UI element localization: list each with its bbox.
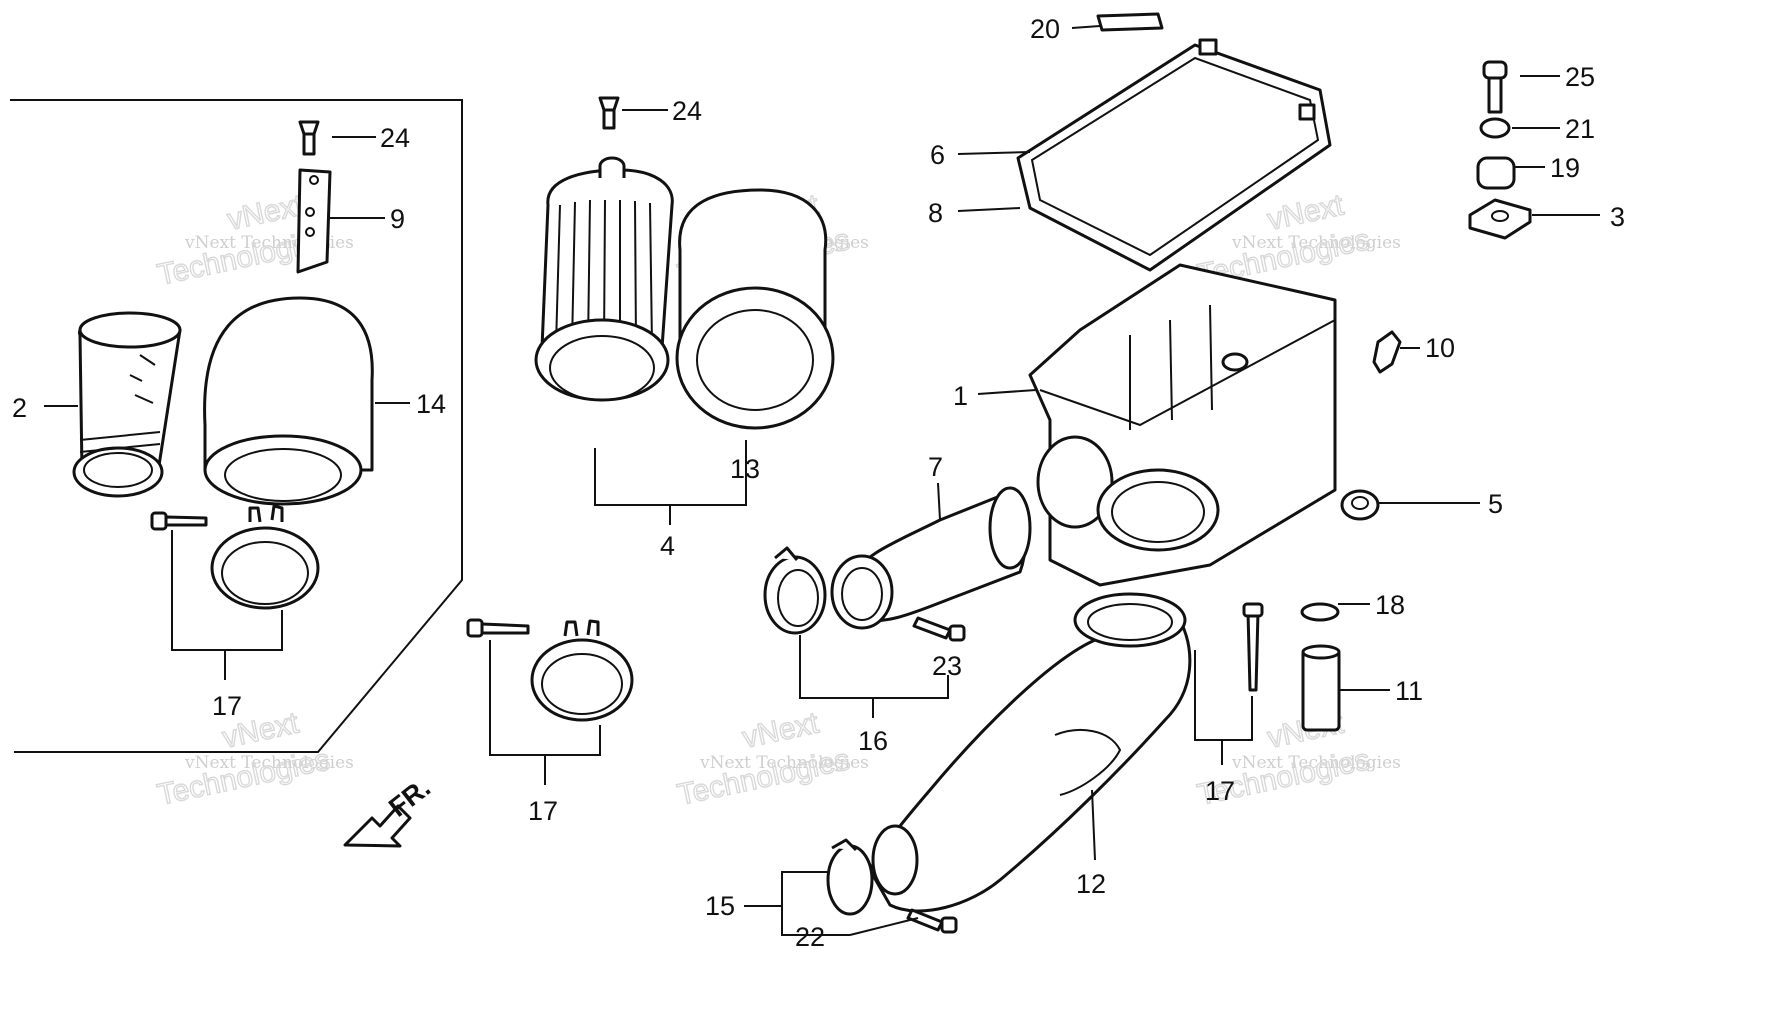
part-10-wing-nut bbox=[1372, 330, 1402, 374]
part-13-foam-element bbox=[675, 188, 835, 430]
label-part-21: 21 bbox=[1565, 114, 1595, 144]
label-part-6: 6 bbox=[930, 140, 945, 170]
label-part-17: 17 bbox=[212, 691, 242, 721]
label-part-12: 12 bbox=[1076, 869, 1106, 899]
leader-lines bbox=[44, 25, 1600, 936]
part-24-bolt-left bbox=[298, 120, 320, 156]
label-part-16: 16 bbox=[858, 726, 888, 756]
label-part-9: 9 bbox=[390, 204, 405, 234]
part-17-screw-bottom bbox=[466, 618, 530, 638]
watermark-text: vNext Technologies bbox=[184, 753, 354, 773]
part-5-grommet bbox=[1340, 489, 1380, 521]
part-23-screw bbox=[912, 616, 966, 642]
part-17-clamp bbox=[210, 504, 320, 610]
front-direction-arrow: FR. bbox=[343, 772, 436, 848]
part-17-screw-right bbox=[1242, 602, 1264, 692]
label-part-2: 2 bbox=[12, 393, 27, 423]
part-12-intake-duct bbox=[868, 592, 1192, 913]
part-3-pad bbox=[1468, 198, 1532, 240]
label-part-19: 19 bbox=[1550, 153, 1580, 183]
label-part-23: 23 bbox=[932, 651, 962, 681]
label-part-5: 5 bbox=[1488, 489, 1503, 519]
watermark-big: vNext bbox=[740, 706, 823, 754]
part-18-clip bbox=[1300, 602, 1340, 622]
part-14-filter-cover bbox=[203, 296, 374, 506]
label-part-17: 17 bbox=[528, 796, 558, 826]
label-part-1: 1 bbox=[953, 381, 968, 411]
label-part-17: 17 bbox=[1205, 776, 1235, 806]
part-20-label bbox=[1096, 12, 1164, 32]
label-part-3: 3 bbox=[1610, 202, 1625, 232]
label-part-18: 18 bbox=[1375, 590, 1405, 620]
part-17-screw bbox=[150, 511, 208, 531]
part-11-sleeve bbox=[1301, 644, 1341, 732]
part-2-tube bbox=[72, 311, 182, 498]
label-part-15: 15 bbox=[705, 891, 735, 921]
part-24-bolt-center bbox=[598, 96, 620, 130]
label-part-10: 10 bbox=[1425, 333, 1455, 363]
label-part-14: 14 bbox=[416, 389, 446, 419]
watermark-text: vNext Technologies bbox=[1231, 233, 1401, 253]
label-part-8: 8 bbox=[928, 198, 943, 228]
watermark-text: vNext Technologies bbox=[699, 753, 869, 773]
part-17-clamp-bottom bbox=[530, 619, 634, 722]
label-part-7: 7 bbox=[928, 452, 943, 482]
watermark-text: vNext Technologies bbox=[1231, 753, 1401, 773]
part-1-airbox bbox=[1028, 263, 1337, 587]
part-22-screw bbox=[906, 908, 958, 934]
label-part-13: 13 bbox=[730, 454, 760, 484]
label-part-25: 25 bbox=[1565, 62, 1595, 92]
inset-panel-border bbox=[10, 99, 463, 753]
label-part-4: 4 bbox=[660, 531, 675, 561]
label-part-24: 24 bbox=[672, 96, 702, 126]
part-15-clamp bbox=[826, 838, 874, 916]
part-4-filter-element bbox=[534, 156, 674, 402]
label-part-20: 20 bbox=[1030, 14, 1060, 44]
part-6-lid bbox=[1016, 38, 1332, 272]
part-7-boot bbox=[830, 486, 1032, 630]
label-part-22: 22 bbox=[795, 922, 825, 952]
part-25-bolt bbox=[1482, 60, 1508, 114]
part-16-clamp bbox=[763, 546, 827, 635]
label-part-11: 11 bbox=[1395, 676, 1423, 706]
part-19-rubber bbox=[1476, 156, 1516, 190]
part-9-bracket bbox=[296, 168, 332, 274]
label-part-24: 24 bbox=[380, 123, 410, 153]
part-21-washer bbox=[1479, 117, 1511, 139]
callout-labels: 20 6 8 1 25 21 19 3 10 5 18 11 24 24 9 2… bbox=[12, 14, 1625, 952]
